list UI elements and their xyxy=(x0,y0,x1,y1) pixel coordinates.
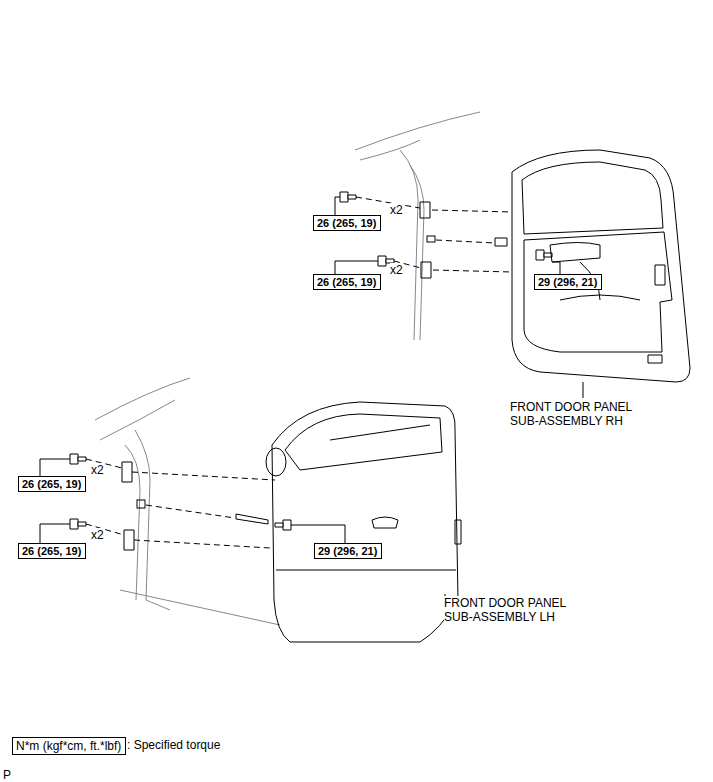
legend-box: N*m (kgf*cm, ft.*lbf) xyxy=(12,737,126,755)
torque-box: 29 (296, 21) xyxy=(314,543,382,559)
quantity-label: x2 xyxy=(91,528,104,542)
note-text: P xyxy=(3,768,11,782)
torque-value: 26 (265, 19) xyxy=(22,478,82,490)
note-text: : Specified torque xyxy=(127,738,220,752)
torque-box: 26 (265, 19) xyxy=(313,215,381,231)
torque-value: 26 (265, 19) xyxy=(317,217,377,229)
torque-box: 26 (265, 19) xyxy=(18,476,86,492)
torque-box: 29 (296, 21) xyxy=(534,274,602,290)
torque-box: 26 (265, 19) xyxy=(18,543,86,559)
torque-value: 29 (296, 21) xyxy=(538,276,598,288)
torque-value: 26 (265, 19) xyxy=(317,276,377,288)
torque-value: 29 (296, 21) xyxy=(318,545,378,557)
torque-value: N*m (kgf*cm, ft.*lbf) xyxy=(16,739,122,753)
torque-value: 26 (265, 19) xyxy=(22,545,82,557)
quantity-label: x2 xyxy=(390,263,403,277)
part-name: FRONT DOOR PANEL SUB-ASSEMBLY LH xyxy=(444,596,568,625)
quantity-label: x2 xyxy=(390,203,403,217)
torque-box: 26 (265, 19) xyxy=(313,274,381,290)
part-name: FRONT DOOR PANEL SUB-ASSEMBLY RH xyxy=(510,400,634,429)
quantity-label: x2 xyxy=(91,463,104,477)
